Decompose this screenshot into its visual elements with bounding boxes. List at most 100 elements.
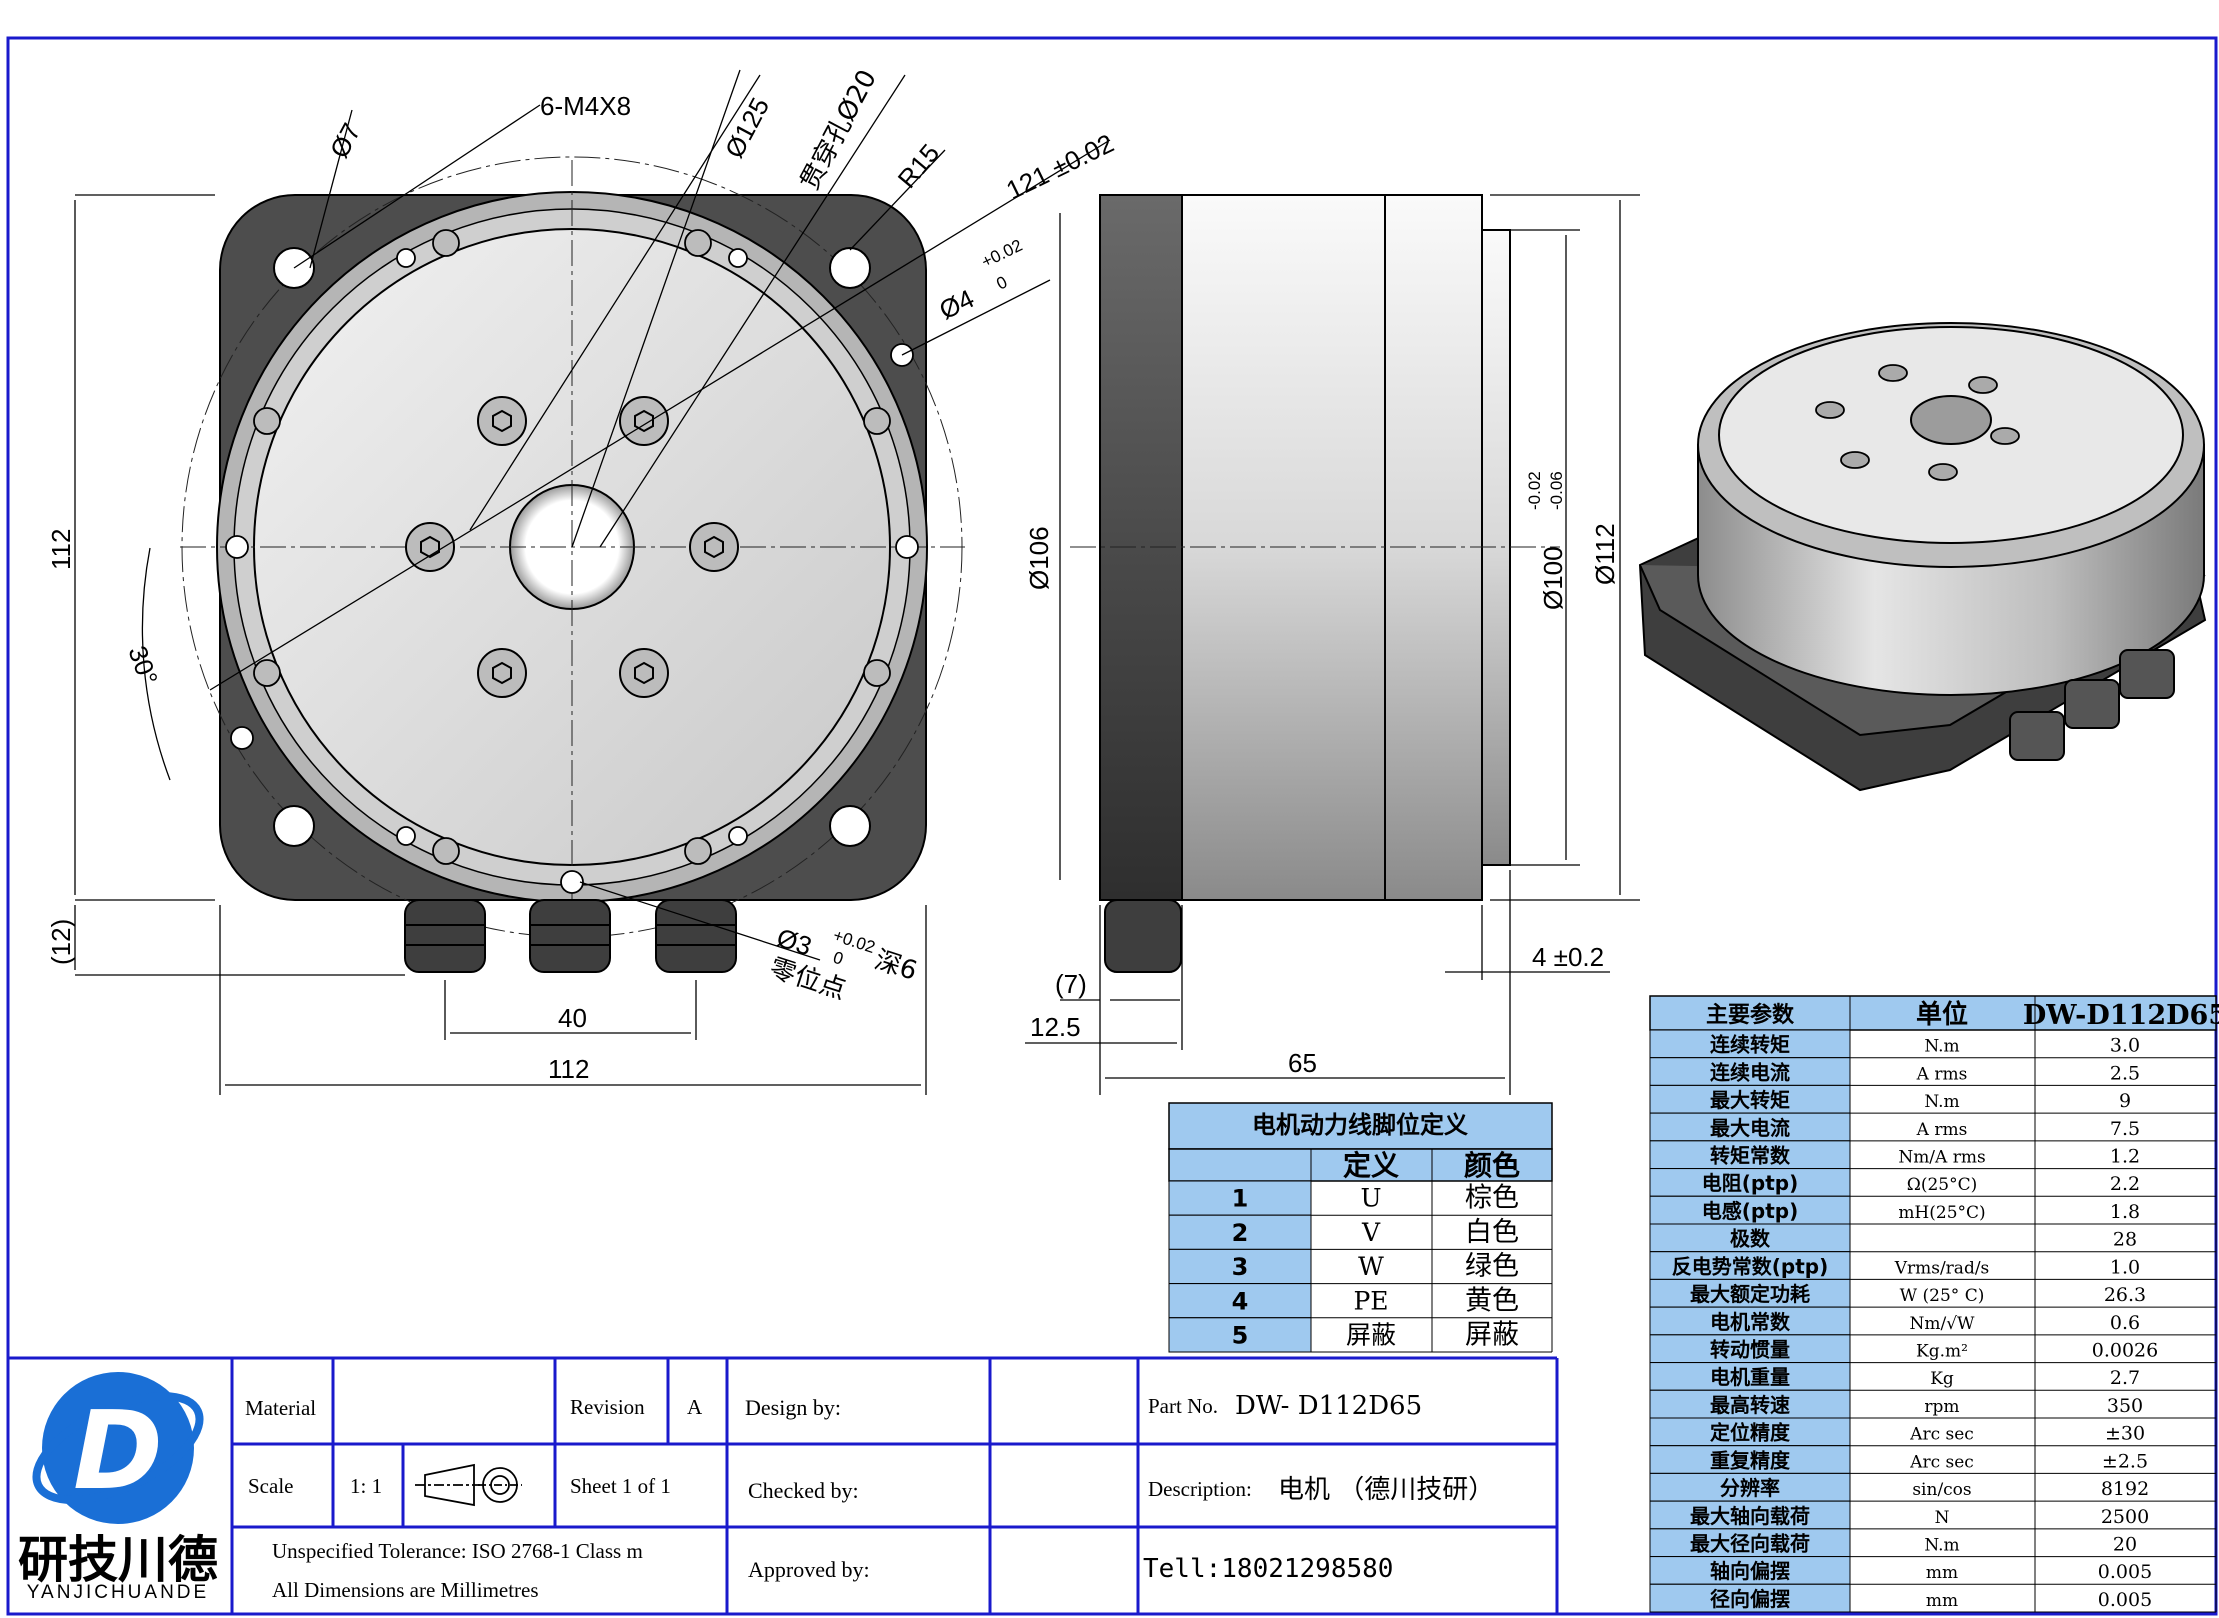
spec-unit: Kg bbox=[1930, 1369, 1954, 1389]
spec-value: 0.6 bbox=[2110, 1312, 2140, 1334]
spec-param: 电感(ptp) bbox=[1702, 1199, 1798, 1223]
wiring-col-def: 定义 bbox=[1343, 1149, 1399, 1182]
dim-zero-tol-lower: 0 bbox=[831, 948, 846, 969]
dim-dia-125: Ø125 bbox=[719, 93, 775, 163]
side-view bbox=[1025, 194, 1640, 1095]
spec-value: 1.8 bbox=[2110, 1201, 2140, 1223]
spec-unit: Kg.m² bbox=[1916, 1341, 1968, 1361]
ring-screws bbox=[225, 229, 919, 894]
spec-value: 2.7 bbox=[2110, 1367, 2140, 1389]
spec-unit: Arc sec bbox=[1909, 1452, 1974, 1472]
spec-col-param: 主要参数 bbox=[1706, 1002, 1795, 1028]
spec-param: 反电势常数(ptp) bbox=[1672, 1254, 1828, 1278]
spec-unit: W (25° C) bbox=[1900, 1286, 1985, 1306]
wiring-def: PE bbox=[1353, 1286, 1388, 1315]
spec-param-cell bbox=[1649, 1556, 1851, 1585]
cable-glands-front bbox=[404, 899, 737, 973]
dim-width-112: 112 bbox=[548, 1054, 589, 1084]
spec-param: 分辨率 bbox=[1720, 1476, 1780, 1500]
spec-unit: mH(25°C) bbox=[1898, 1203, 1985, 1223]
spec-param: 轴向偏摆 bbox=[1710, 1559, 1790, 1583]
spec-param: 极数 bbox=[1730, 1227, 1771, 1251]
spec-col-model: DW-D112D65 bbox=[2023, 1000, 2219, 1031]
dim-offset-12: (12) bbox=[46, 919, 76, 965]
rotor-screws-static bbox=[405, 396, 739, 698]
title-block: Material Revision A Scale 1: 1 Sheet 1 o… bbox=[8, 1356, 1559, 1614]
wiring-pin: 4 bbox=[1232, 1287, 1249, 1315]
dim-flange-12-5: 12.5 bbox=[1030, 1012, 1081, 1042]
spec-value: 2500 bbox=[2101, 1506, 2149, 1528]
corner-mounting-holes bbox=[273, 247, 871, 847]
spec-value: 2.5 bbox=[2110, 1062, 2140, 1084]
spec-param-cell bbox=[1649, 1057, 1851, 1086]
dim-dia-100-upper: -0.02 bbox=[1525, 471, 1544, 510]
spec-param: 电阻(ptp) bbox=[1702, 1171, 1798, 1195]
units-text: All Dimensions are Millimetres bbox=[272, 1578, 539, 1602]
revision-label: Revision bbox=[570, 1395, 645, 1419]
spec-value: 3.0 bbox=[2110, 1035, 2140, 1057]
spec-unit: Ω(25°C) bbox=[1907, 1175, 1978, 1195]
spec-unit: mm bbox=[1926, 1563, 1958, 1583]
spec-unit: sin/cos bbox=[1912, 1480, 1971, 1500]
spec-value: 350 bbox=[2107, 1395, 2143, 1417]
spec-unit: A rms bbox=[1916, 1120, 1968, 1140]
spec-value: 0.0026 bbox=[2092, 1339, 2158, 1361]
spec-param: 电机重量 bbox=[1710, 1365, 1790, 1389]
spec-unit: Arc sec bbox=[1909, 1425, 1974, 1445]
spec-unit: N.m bbox=[1924, 1092, 1959, 1112]
dim-dia-100: Ø100 bbox=[1538, 546, 1568, 610]
side-cable-gland bbox=[1104, 899, 1182, 973]
spec-unit: Nm/√W bbox=[1909, 1314, 1975, 1334]
spec-value: 1.2 bbox=[2110, 1145, 2140, 1167]
tolerance-text: Unspecified Tolerance: ISO 2768-1 Class … bbox=[272, 1539, 643, 1563]
design-label: Design by: bbox=[745, 1395, 841, 1420]
front-view bbox=[74, 69, 1111, 1095]
wiring-pin-cell bbox=[1168, 1283, 1312, 1319]
scale-label: Scale bbox=[248, 1474, 293, 1498]
logo-brand-cn: 研技川德 bbox=[18, 1531, 218, 1589]
dim-length-65: 65 bbox=[1288, 1048, 1317, 1078]
wiring-pin: 1 bbox=[1232, 1185, 1249, 1213]
spec-param: 定位精度 bbox=[1710, 1421, 1791, 1445]
wiring-pin-cell bbox=[1168, 1214, 1312, 1250]
dim-dia-112: Ø112 bbox=[1590, 523, 1620, 585]
logo-brand-en: YANJICHUANDE bbox=[27, 1582, 209, 1603]
spec-param: 连续电流 bbox=[1710, 1060, 1790, 1084]
spec-param: 最大转矩 bbox=[1710, 1088, 1790, 1112]
spec-value: 26.3 bbox=[2104, 1284, 2146, 1306]
spec-unit: rpm bbox=[1924, 1397, 1959, 1417]
description-value: 电机 （德川技研） bbox=[1278, 1475, 1494, 1505]
wiring-pin: 3 bbox=[1232, 1253, 1249, 1281]
dim-dia-100-lower: -0.06 bbox=[1547, 471, 1566, 510]
spec-param-cell bbox=[1649, 1112, 1851, 1142]
dim-gland-7: (7) bbox=[1055, 969, 1087, 999]
logo-letter: D bbox=[73, 1389, 163, 1514]
scale-value: 1: 1 bbox=[350, 1474, 382, 1498]
wiring-pin: 5 bbox=[1232, 1321, 1249, 1349]
spec-value: 28 bbox=[2113, 1229, 2137, 1251]
dim-pin-tol-upper: +0.02 bbox=[978, 236, 1025, 272]
part-no-label: Part No. bbox=[1148, 1394, 1218, 1418]
spec-param: 转矩常数 bbox=[1710, 1143, 1791, 1167]
spec-param: 转动惯量 bbox=[1710, 1337, 1790, 1361]
wiring-def: 屏蔽 bbox=[1346, 1320, 1396, 1349]
wiring-def: V bbox=[1361, 1218, 1381, 1247]
dim-dia-106: Ø106 bbox=[1024, 526, 1054, 590]
dim-pcd: 121 ±0.02 bbox=[1001, 128, 1118, 206]
wiring-col-color: 颜色 bbox=[1464, 1149, 1520, 1182]
dim-pin-tol-lower: 0 bbox=[993, 272, 1010, 293]
spec-value: 7.5 bbox=[2110, 1118, 2140, 1140]
dim-height-112: 112 bbox=[46, 529, 76, 570]
projection-symbol bbox=[415, 1463, 522, 1507]
company-logo: D 研技川德 YANJICHUANDE bbox=[18, 1372, 218, 1603]
isometric-view bbox=[1638, 322, 2207, 792]
checked-label: Checked by: bbox=[748, 1478, 859, 1503]
wiring-def: W bbox=[1358, 1252, 1384, 1281]
dim-dia-7: Ø7 bbox=[324, 118, 367, 163]
spec-param-cell bbox=[1649, 1362, 1851, 1391]
spec-param: 最大轴向载荷 bbox=[1690, 1504, 1810, 1528]
spec-param: 最大电流 bbox=[1710, 1116, 1790, 1140]
